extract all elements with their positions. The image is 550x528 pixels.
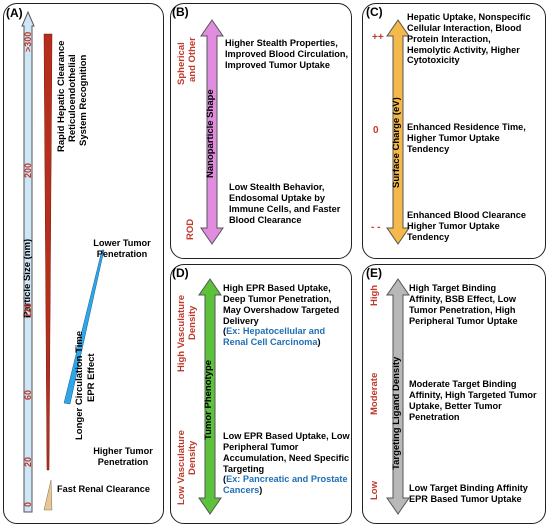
panel-e-mid-text: Moderate Target Binding Affinity, High T…: [409, 379, 537, 422]
panel-c-label: (C): [366, 5, 383, 19]
panel-d-top-body: High EPR Based Uptake, Deep Tumor Penetr…: [223, 283, 340, 326]
panel-b: [170, 3, 352, 259]
renal-clearance-wedge: [43, 479, 53, 511]
ligand-density-label: Targeting Ligand Density: [391, 356, 402, 470]
charge-positive-label: ++: [372, 32, 384, 43]
panel-d-top-text: High EPR Based Uptake, Deep Tumor Penetr…: [223, 283, 351, 348]
panel-c-top-text: Hepatic Uptake, Nonspecific Cellular Int…: [407, 12, 531, 66]
panel-d-bottom-body: Low EPR Based Uptake, Low Peripheral Tum…: [223, 431, 350, 474]
panel-d-bottom-text: Low EPR Based Uptake, Low Peripheral Tum…: [223, 431, 351, 496]
panel-d-bottom-example: (Ex: Pancreatic and Prostate Cancers): [223, 474, 348, 496]
particle-size-arrow: [21, 10, 35, 513]
panel-e-top-text: High Target Binding Affinity, BSB Effect…: [409, 283, 518, 326]
charge-negative-label: - -: [371, 222, 381, 233]
panel-d: [170, 264, 352, 524]
epr-wedge: [63, 249, 105, 405]
panel-d-label: (D): [172, 266, 189, 280]
ligand-high-label: High: [369, 284, 380, 306]
hepatic-clearance-wedge: [43, 33, 53, 471]
panel-c-mid-text: Enhanced Residence Time, Higher Tumor Up…: [407, 122, 526, 154]
panel-b-bottom-text: Low Stealth Behavior, Endosomal Uptake b…: [229, 182, 341, 225]
panel-b-top-text: Higher Stealth Properties, Improved Bloo…: [225, 38, 349, 70]
panel-b-label: (B): [172, 5, 189, 19]
panel-d-top-example: (Ex: Hepatocellular and Renal Cell Carci…: [223, 326, 326, 348]
panel-e-bottom-text: Low Target Binding Affinity EPR Based Tu…: [409, 483, 528, 504]
fast-renal-clearance-text: Fast Renal Clearance: [57, 484, 150, 494]
panel-a-graphic: [21, 10, 105, 513]
panel-c-bottom-text: Enhanced Blood Clearance Higher Tumor Up…: [407, 210, 526, 242]
ligand-low-label: Low: [369, 481, 380, 500]
ligand-moderate-label: Moderate: [369, 372, 380, 415]
charge-zero-label: 0: [373, 125, 379, 136]
lower-tumor-penetration-text: Lower Tumor Penetration: [93, 238, 151, 259]
panel-e-label: (E): [366, 266, 382, 280]
panel-a-label: (A): [6, 6, 23, 20]
higher-tumor-penetration-text: Higher Tumor Penetration: [93, 446, 153, 467]
